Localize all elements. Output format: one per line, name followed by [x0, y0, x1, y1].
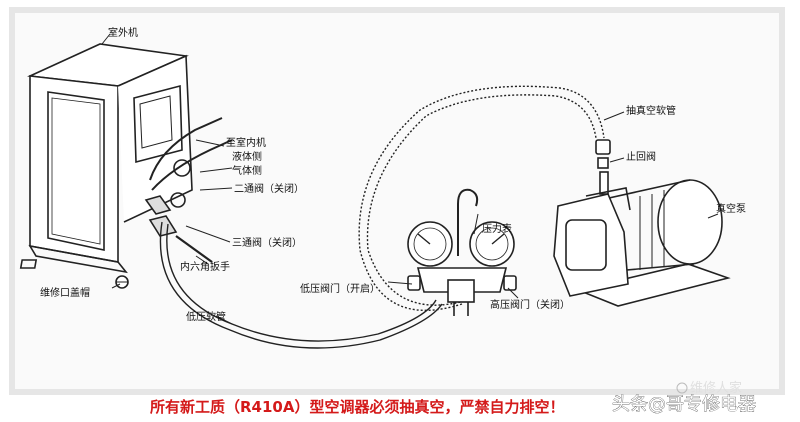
label-pressure-gauge: 压力表 [482, 222, 512, 235]
label-high-valve: 高压阀门（关闭） [490, 298, 570, 311]
vacuum-pump-illustration [553, 139, 731, 307]
warning-caption: 所有新工质（R410A）型空调器必须抽真空，严禁自力排空！ [150, 398, 564, 416]
label-vacuum-pump: 真空泵 [716, 202, 746, 215]
watermark: 维修人家 头条@哥专修电器 [612, 380, 757, 415]
manifold-gauge-illustration [407, 188, 517, 316]
watermark-icon [676, 382, 688, 394]
label-liquid-side: 液体侧 [232, 150, 262, 163]
watermark-main-text: 头条@哥专修电器 [612, 394, 756, 415]
label-hex-wrench: 内六角扳手 [180, 260, 230, 273]
label-low-valve: 低压阀门（开启） [300, 282, 380, 295]
leader-lines [101, 33, 719, 325]
label-three-way-valve: 三通阀（关闭） [232, 236, 302, 249]
label-to-indoor: 至室内机 [226, 136, 266, 149]
label-outdoor-unit: 室外机 [108, 26, 138, 39]
hoses [159, 85, 605, 349]
watermark-faint-text: 维修人家 [690, 380, 742, 396]
label-two-way-valve: 二通阀（关闭） [234, 182, 304, 195]
label-check-valve: 止回阀 [626, 150, 656, 163]
outdoor-unit-illustration [19, 43, 233, 289]
label-low-pressure-hose: 低压软管 [186, 310, 226, 323]
label-vacuum-hose: 抽真空软管 [626, 104, 676, 117]
label-service-port-cap: 维修口盖帽 [40, 286, 90, 299]
label-gas-side: 气体侧 [232, 164, 262, 177]
